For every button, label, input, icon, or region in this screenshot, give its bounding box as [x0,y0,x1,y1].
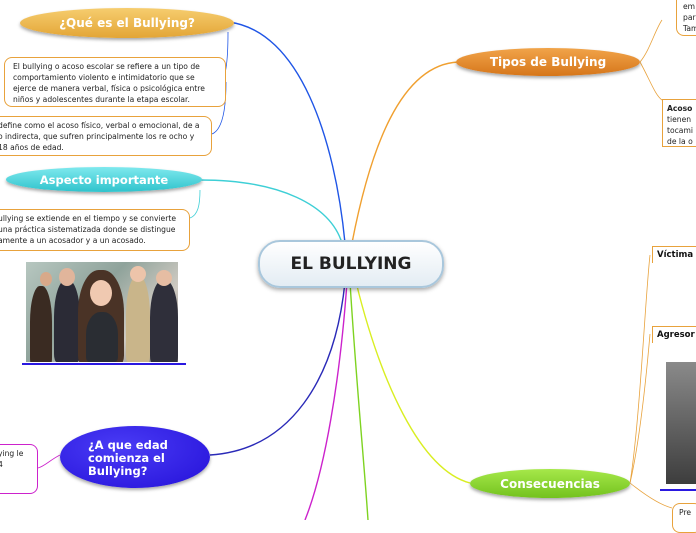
topic-tipos[interactable]: Tipos de Bullying [456,48,640,76]
definition-text-1: El bullying o acoso escolar se refiere a… [13,62,205,104]
definition-text-2: define como el acoso físico, verbal o em… [0,121,200,152]
students-photo [26,262,178,362]
topic-edad-title: ¿A que edad comienza el Bullying? [88,439,188,478]
topic-consecuencias[interactable]: Consecuencias [470,469,630,498]
aspecto-note: ullying se extiende en el tiempo y se co… [0,209,190,251]
tipos-top-text: em par Tam [683,2,696,33]
bottom-right-text: Pre [679,508,691,517]
victima-label[interactable]: Víctima [652,246,696,263]
acoso-label: Acoso [667,104,692,113]
acoso-text: tienen tocami de la o [667,115,693,146]
topic-aspecto-title: Aspecto importante [40,173,168,187]
topic-consecuencias-title: Consecuencias [500,477,600,491]
agresor-photo [666,362,696,484]
topic-que-es[interactable]: ¿Qué es el Bullying? [20,8,234,38]
edad-note: ying le 4 [0,444,38,494]
topic-que-es-title: ¿Qué es el Bullying? [59,16,195,30]
definition-note-1: El bullying o acoso escolar se refiere a… [4,57,226,107]
bottom-right-note: Pre [672,503,696,533]
definition-note-2: define como el acoso físico, verbal o em… [0,116,212,156]
topic-tipos-title: Tipos de Bullying [490,55,606,69]
victima-label-text: Víctima [657,250,693,260]
topic-aspecto-importante[interactable]: Aspecto importante [6,167,202,192]
central-topic[interactable]: EL BULLYING [258,240,444,288]
agresor-label[interactable]: Agresor [652,326,696,343]
central-topic-title: EL BULLYING [291,254,412,274]
agresor-label-text: Agresor [657,330,695,340]
edad-text: ying le 4 [0,449,23,469]
topic-edad[interactable]: ¿A que edad comienza el Bullying? [60,426,210,488]
tipos-top-note: em par Tam [676,0,696,36]
acoso-note: Acoso tienen tocami de la o [662,99,696,147]
aspecto-text: ullying se extiende en el tiempo y se co… [0,214,176,245]
